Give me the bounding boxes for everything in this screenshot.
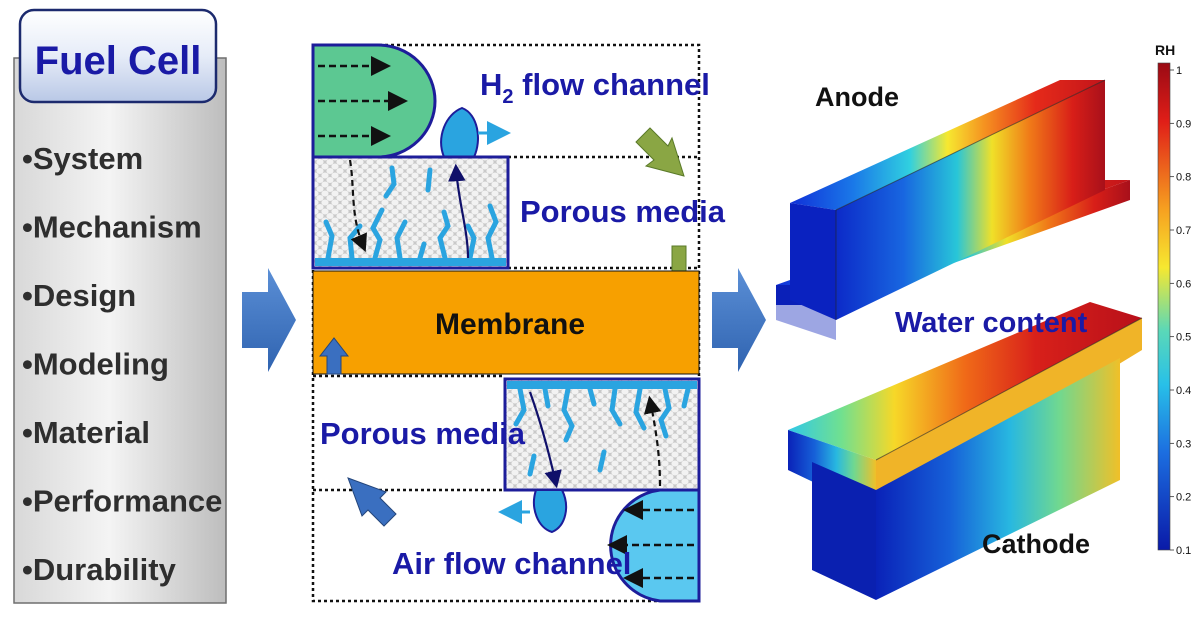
colorbar-tick-label: 0.4 [1176, 385, 1191, 397]
anode-porous-layer [311, 155, 510, 270]
blue-flow-arrow [318, 337, 350, 375]
cathode-rib-front [876, 358, 1120, 600]
topic-list: •System •Mechanism •Design •Modeling •Materi… [22, 141, 222, 587]
colorbar [1157, 62, 1171, 551]
left-panel: Fuel Cell •System •Mechanism •Design •Model… [13, 8, 227, 604]
diffusion-arrow [643, 395, 662, 487]
colorbar-tick-label: 0.5 [1176, 332, 1191, 344]
water-paths [513, 386, 691, 477]
air-channel-label: Air flow channel [392, 546, 631, 581]
schematic-frame [311, 43, 701, 603]
cathode-plate-top [788, 302, 1142, 460]
colorbar-tick-label: 0.8 [1176, 172, 1191, 184]
flow-arrow-2 [712, 268, 766, 372]
topic-item: •Performance [22, 484, 222, 519]
colorbar-ticks: 1 0.9 0.8 0.7 0.6 0.5 0.4 0.3 0.2 0.1 [1170, 65, 1191, 557]
topic-item: •Material [22, 415, 150, 450]
porous-top-label: Porous media [520, 194, 726, 229]
colorbar-tick-label: 0.6 [1176, 278, 1191, 290]
topic-item: •Durability [22, 552, 177, 587]
anode-plate-shadow [776, 305, 836, 340]
topic-list-panel [13, 57, 227, 604]
water-droplet [533, 489, 568, 534]
anode-rib-side [790, 203, 836, 320]
panel-title: Fuel Cell [35, 39, 202, 83]
anode-rib-top [790, 80, 1105, 210]
colorbar-tick-label: 0.2 [1176, 492, 1191, 504]
diffusion-arrow [348, 159, 367, 253]
topic-item: •Design [22, 278, 136, 313]
h2-channel-label: H2 flow channel [480, 67, 710, 108]
flow-arrow-1 [242, 268, 296, 372]
colorbar-tick-label: 1 [1176, 65, 1182, 77]
cathode-label: Cathode [982, 529, 1090, 559]
blue-flow-arrow [347, 477, 397, 527]
simulation-render: Anode Water content Cathode RH 1 0.9 0.8 0.… [776, 42, 1191, 600]
colorbar-tick-label: 0.1 [1176, 545, 1191, 557]
topic-item: •Mechanism [22, 210, 202, 245]
water-film [315, 258, 506, 266]
anode-label: Anode [815, 82, 899, 112]
water-paths [323, 165, 499, 261]
topic-item: •Modeling [22, 347, 169, 382]
anode-rib-front [836, 80, 1105, 320]
cathode-porous-layer [503, 377, 701, 492]
porous-bottom-label: Porous media [320, 416, 526, 451]
water-film [507, 381, 697, 389]
colorbar-tick-label: 0.7 [1176, 225, 1191, 237]
topic-item: •System [22, 141, 143, 176]
membrane [312, 270, 700, 375]
title-box [18, 8, 218, 104]
water-content-label: Water content [895, 307, 1088, 339]
water-transport-arrow [528, 391, 562, 489]
membrane-label: Membrane [435, 308, 585, 341]
cathode-rib-side [812, 462, 876, 600]
water-droplet [440, 106, 479, 158]
green-flow-arrow [635, 127, 685, 177]
water-transport-arrow [448, 163, 470, 259]
cell-schematic: H2 flow channel Porous media Membrane [311, 43, 726, 603]
colorbar-tick-label: 0.9 [1176, 118, 1191, 130]
colorbar-title: RH [1155, 42, 1175, 58]
colorbar-tick-label: 0.3 [1176, 438, 1191, 450]
